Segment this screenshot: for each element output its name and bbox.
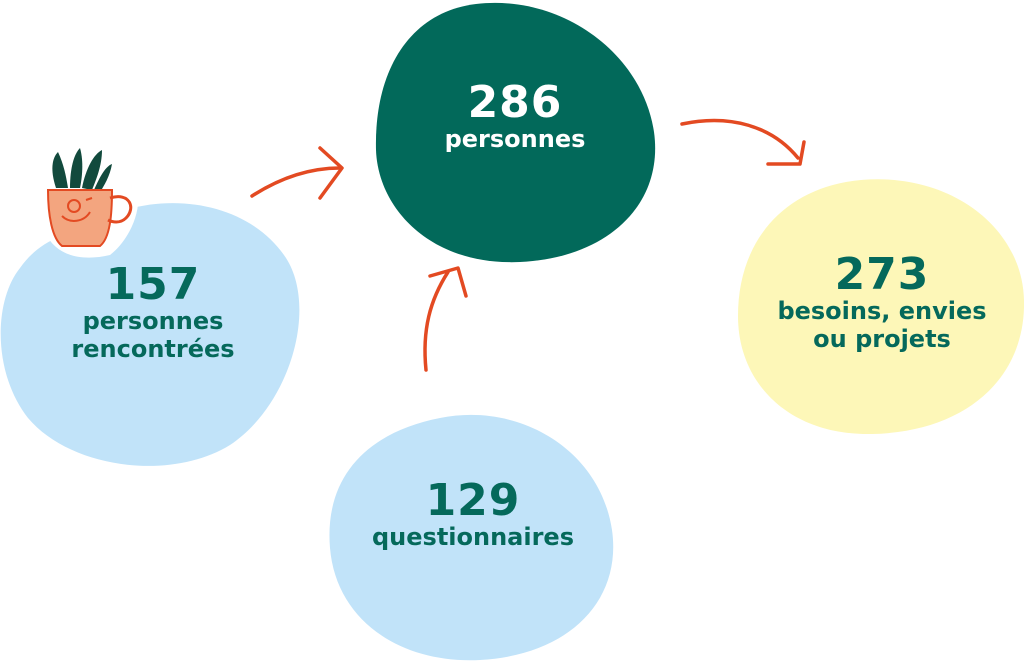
node-personnes-number: 286 — [467, 77, 563, 128]
node-rencontrees: 157 personnes rencontrées — [28, 259, 278, 363]
node-questionnaires-line1: questionnaires — [371, 523, 574, 552]
blob-personnes — [375, 2, 656, 263]
node-rencontrees-line1: personnes — [82, 307, 224, 336]
cup-with-plant-icon — [37, 148, 139, 258]
arrow-icon — [680, 118, 806, 166]
node-besoins-line2: ou projets — [813, 324, 951, 353]
node-besoins-line1: besoins, envies — [777, 297, 987, 326]
node-questionnaires-number: 129 — [425, 475, 521, 526]
node-questionnaires: 129 questionnaires — [338, 475, 608, 552]
blob-questionnaires — [329, 414, 614, 661]
node-besoins-number: 273 — [834, 249, 930, 300]
node-personnes: 286 personnes — [390, 77, 640, 154]
node-besoins: 273 besoins, envies ou projets — [752, 249, 1012, 353]
blob-rencontrees — [0, 203, 300, 466]
node-rencontrees-number: 157 — [105, 259, 201, 310]
arrow-icon — [250, 146, 344, 200]
arrow-icon — [423, 266, 468, 372]
node-rencontrees-line2: rencontrées — [71, 334, 235, 363]
blob-besoins — [738, 179, 1024, 435]
node-personnes-line1: personnes — [444, 125, 586, 154]
